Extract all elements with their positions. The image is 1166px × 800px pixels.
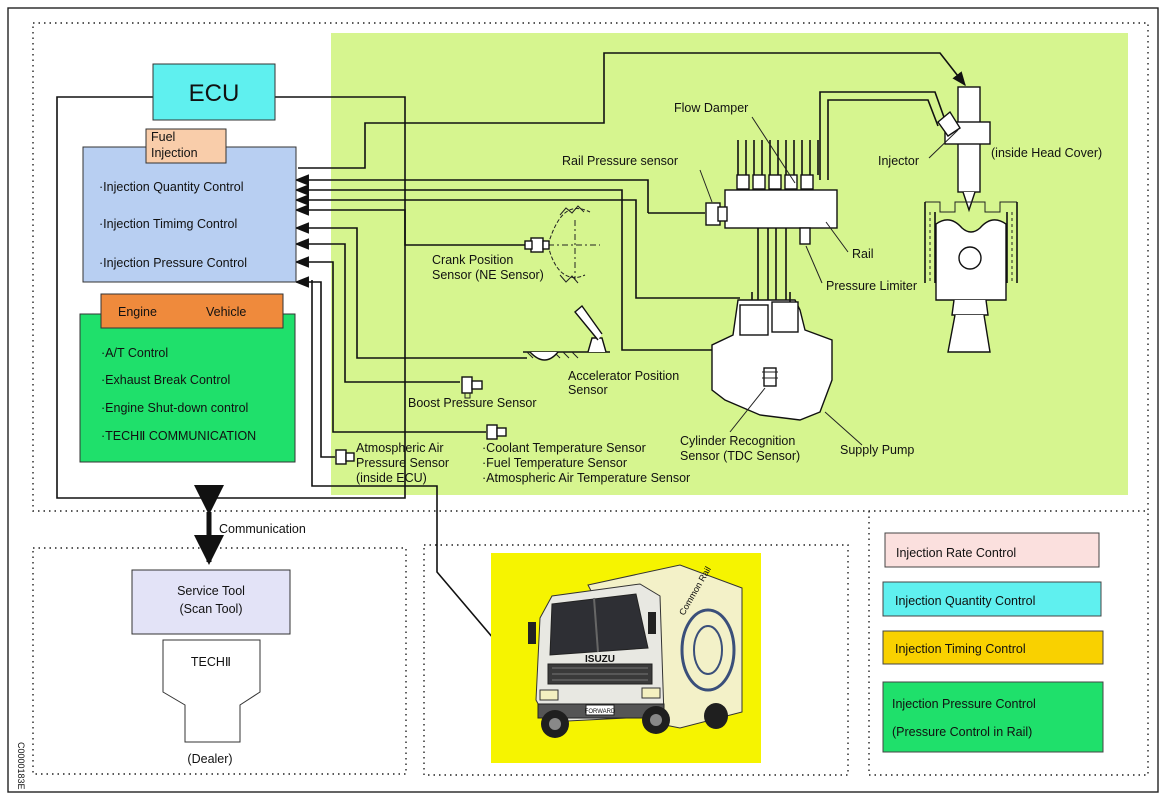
supply-pump-label: Supply Pump [840, 443, 914, 457]
legend-injection-pressure-swatch [882, 681, 1104, 753]
ecu-box [152, 63, 276, 121]
service-tool-box [131, 569, 291, 635]
legend-injection-quantity-label: Injection Quantity Control [895, 594, 1035, 608]
cylinder-recognition-label-line2: Sensor (TDC Sensor) [680, 449, 800, 463]
rail-pressure-sensor-label: Rail Pressure sensor [562, 154, 678, 168]
legend-injection-pressure-sublabel: (Pressure Control in Rail) [892, 725, 1032, 739]
truck-plate-label: FORWARD [585, 709, 616, 715]
dealer-region-border [32, 547, 407, 775]
at-control-item: ·A/T Control [101, 346, 168, 360]
fuel-injection-label-line2: Injection [151, 146, 198, 160]
fuel-temp-sensor-label: ·Fuel Temperature Sensor [482, 456, 627, 470]
air-temp-sensor-label: ·Atmospheric Air Temperature Sensor [482, 471, 690, 485]
accelerator-sensor-label-line1: Accelerator Position [568, 369, 679, 383]
atmospheric-pressure-label-line3: (inside ECU) [356, 471, 427, 485]
rail-label: Rail [852, 247, 874, 261]
injector-drawing [819, 86, 991, 213]
vehicle-region-border [423, 544, 849, 776]
common-rail-drawing [705, 140, 838, 305]
legend-injection-timing-label: Injection Timing Control [895, 642, 1026, 656]
injector-label: Injector [878, 154, 919, 168]
pressure-limiter-label: Pressure Limiter [826, 279, 917, 293]
injection-pressure-control-item: ·Injection Pressure Control [99, 256, 247, 270]
side-code: C0000183E [16, 742, 26, 790]
tech2-label: TECHⅡ [191, 655, 231, 669]
dealer-label: (Dealer) [187, 752, 232, 766]
crank-sensor-label-line2: Sensor (NE Sensor) [432, 268, 544, 282]
fuel-injection-panel [82, 146, 297, 283]
fuel-injection-label-box [145, 128, 227, 164]
supply-pump-drawing [711, 292, 833, 421]
exhaust-brake-control-item: ·Exhaust Break Control [101, 373, 230, 387]
legend-injection-quantity-swatch [882, 581, 1102, 617]
legend-injection-rate-label: Injection Rate Control [896, 546, 1016, 560]
legend-injection-rate-swatch [884, 532, 1100, 568]
engine-cylinder-drawing [924, 201, 1018, 353]
coolant-temp-sensor-label: ·Coolant Temperature Sensor [482, 441, 646, 455]
engine-header-label: Engine [118, 305, 157, 319]
temperature-sensor-drawing [486, 424, 507, 440]
cylinder-recognition-label-line1: Cylinder Recognition [680, 434, 795, 448]
communication-label: Communication [219, 522, 306, 536]
service-tool-line1: Service Tool [177, 584, 245, 598]
atmospheric-pressure-sensor-drawing [335, 449, 355, 465]
tech2-communication-item: ·TECHⅡ COMMUNICATION [101, 429, 256, 443]
accelerator-sensor-label-line2: Sensor [568, 383, 608, 397]
outer-frame [7, 7, 1159, 793]
flow-damper-label: Flow Damper [674, 101, 748, 115]
truck-brand-label: ISUZU [585, 654, 615, 665]
fuel-injection-label-line1: Fuel [151, 130, 175, 144]
boost-pressure-sensor-label: Boost Pressure Sensor [408, 396, 537, 410]
legend-region-border [868, 511, 1149, 776]
injection-quantity-control-item: ·Injection Quantity Control [99, 180, 244, 194]
atmospheric-pressure-label-line2: Pressure Sensor [356, 456, 449, 470]
inside-head-cover-label: (inside Head Cover) [991, 146, 1102, 160]
truck-illustration: Common Rail ISUZU FORWARD [528, 564, 743, 738]
engine-shutdown-control-item: ·Engine Shut-down control [101, 401, 248, 415]
crank-sensor-label-line1: Crank Position [432, 253, 513, 267]
accelerator-position-sensor-drawing [523, 304, 610, 361]
legend-injection-pressure-label: Injection Pressure Control [892, 697, 1036, 711]
engine-vehicle-header [100, 293, 284, 329]
ecu-title: ECU [189, 80, 240, 107]
tech2-device-outline [162, 639, 261, 743]
service-tool-line2: (Scan Tool) [180, 602, 243, 616]
injection-timing-control-item: ·Injection Timimg Control [99, 217, 237, 231]
legend: Injection Rate Control Injection Quantit… [882, 532, 1104, 753]
crank-position-sensor-drawing [524, 205, 600, 284]
engine-vehicle-panel [79, 313, 296, 463]
legend-injection-timing-swatch [882, 630, 1104, 665]
system-region-border [32, 22, 1149, 512]
vehicle-header-label: Vehicle [206, 305, 246, 319]
boost-pressure-sensor-drawing [461, 376, 483, 399]
leader-lines [699, 116, 959, 446]
atmospheric-pressure-label-line1: Atmospheric Air [356, 441, 444, 455]
wiring [56, 52, 966, 687]
